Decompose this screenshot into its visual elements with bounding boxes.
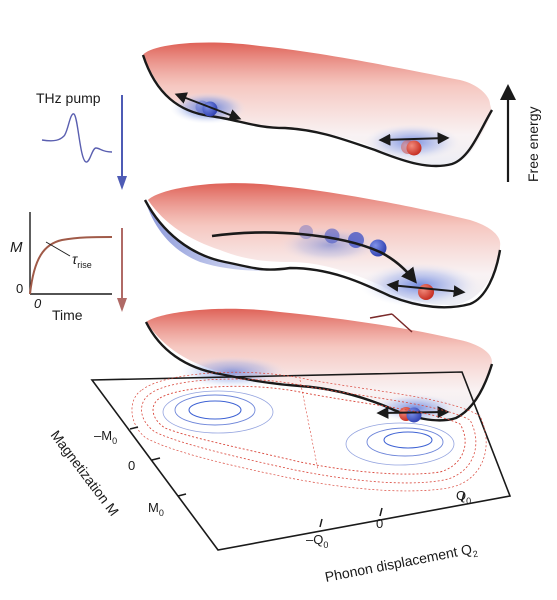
down-arrow-icon — [117, 298, 127, 312]
contour-right — [345, 422, 455, 466]
inset-y-label: M — [10, 239, 23, 256]
tau-rise-label: τrise — [72, 251, 92, 270]
contour-line — [188, 400, 242, 420]
inset-y-zero: 0 — [16, 281, 23, 296]
tick-minus-q0: –Q0 — [306, 532, 328, 550]
tick-minus-m0: –M0 — [94, 428, 117, 446]
tau-pointer — [45, 241, 71, 257]
blue-ball — [406, 407, 422, 423]
rise-time-inset: M 0 0 Time τrise — [10, 212, 127, 323]
contour-outer — [131, 371, 487, 492]
contour-line — [383, 431, 433, 449]
relaxation-trajectory-arrow — [211, 231, 417, 284]
landscape-transient — [143, 183, 502, 309]
surface-edge-mark — [391, 313, 413, 333]
thz-pump-label: THz pump — [36, 90, 101, 106]
surface-edge-mark — [369, 313, 393, 319]
landscape-final — [144, 308, 494, 423]
contour-line — [162, 390, 274, 434]
double-headed-arrow-icon — [378, 132, 450, 146]
phonon-axis: –Q0 0 Q0 Phonon displacement Q2 — [306, 488, 479, 588]
double-headed-arrow-icon — [376, 406, 450, 419]
contour-line — [366, 427, 444, 457]
landscape-initial — [141, 42, 494, 168]
free-energy-label: Free energy — [525, 107, 541, 182]
contour-line — [131, 371, 487, 492]
phonon-axis-label: Phonon displacement Q2 — [324, 540, 479, 588]
axis-tick — [177, 493, 187, 497]
thz-pulse-icon — [41, 113, 113, 163]
surface-fill — [146, 308, 492, 420]
free-energy-axis: Free energy — [500, 84, 541, 182]
contour-line — [152, 385, 466, 475]
contour-left — [162, 390, 274, 434]
red-ball — [418, 284, 434, 300]
axis-tick — [319, 518, 323, 528]
tick-zero-m: 0 — [128, 458, 135, 473]
inset-rise-curve — [29, 236, 113, 295]
contour-line — [174, 394, 256, 426]
magnetization-axis: –M0 0 M0 Magnetization M — [48, 426, 187, 519]
thz-pump: THz pump — [36, 90, 127, 190]
contour-line — [345, 422, 455, 466]
plane-outline — [90, 371, 512, 551]
red-ball — [406, 140, 422, 156]
inset-x-label: Time — [52, 307, 83, 323]
inset-x-zero: 0 — [34, 296, 42, 311]
axis-tick — [129, 426, 139, 430]
contour-line — [141, 378, 477, 484]
double-headed-arrow-icon — [174, 92, 242, 121]
axis-tick — [461, 492, 465, 502]
tick-zero-q: 0 — [376, 516, 383, 531]
tick-q0: Q0 — [456, 488, 471, 506]
contour-line — [299, 379, 319, 471]
right-minimum-well — [360, 263, 480, 307]
down-arrow-icon — [117, 176, 127, 190]
trajectory-ball — [299, 225, 313, 239]
double-headed-arrow-icon — [386, 279, 466, 298]
up-arrow-head — [500, 84, 516, 100]
tick-m0: M0 — [148, 500, 164, 518]
axis-tick — [151, 457, 161, 461]
energy-curve — [143, 199, 502, 309]
axis-tick — [379, 507, 383, 517]
